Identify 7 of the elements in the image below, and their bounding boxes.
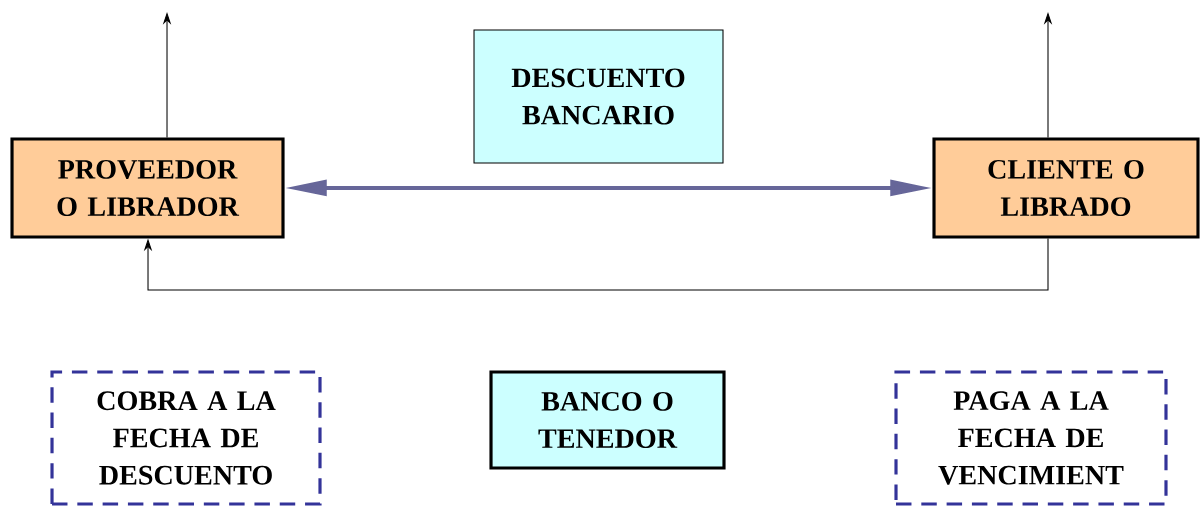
party-box: CLIENTE O LIBRADO [932, 137, 1200, 239]
arrow [143, 238, 1049, 291]
note-box: COBRA A LA FECHA DE DESCUENTO [50, 370, 322, 506]
bank-box: BANCO O TENEDOR [489, 370, 726, 470]
note-box: PAGA A LA FECHA DE VENCIMIENT [894, 370, 1168, 506]
party-box: PROVEEDOR O LIBRADOR [10, 137, 285, 239]
title-box: DESCUENTO BANCARIO [473, 29, 724, 164]
